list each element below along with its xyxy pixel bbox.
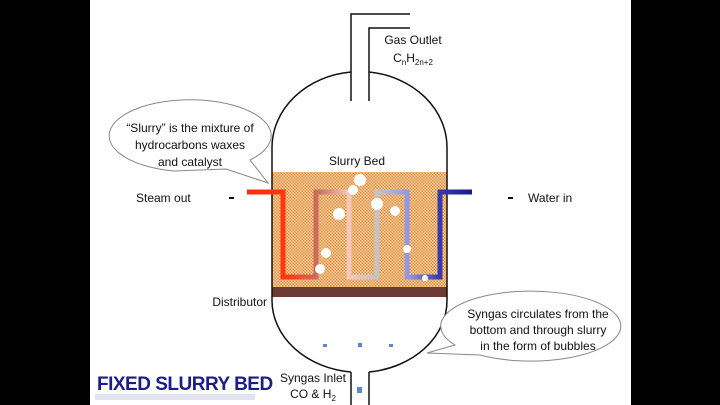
bubble <box>333 208 345 220</box>
reactor-vessel <box>271 71 448 373</box>
water-arrow-icon <box>508 197 513 199</box>
slide-title: FIXED SLURRY BED <box>97 374 273 395</box>
bubble <box>403 245 411 253</box>
syngas-dot <box>323 344 327 347</box>
gas-outlet-label: Gas Outlet <box>384 33 442 47</box>
callout-syngas-line: bottom and through slurry <box>470 323 607 337</box>
cooling-coil <box>247 189 472 280</box>
bubble <box>422 275 428 281</box>
gas-bubbles <box>315 174 428 281</box>
callout-slurry-line: “Slurry” is the mixture of <box>126 121 254 135</box>
water-in-label: Water in <box>528 191 572 205</box>
callout-syngas: Syngas circulates from the bottom and th… <box>426 290 622 362</box>
distributor-label: Distributor <box>212 295 267 309</box>
bubble <box>348 185 358 195</box>
syngas-dot <box>358 343 362 347</box>
steam-out-label: Steam out <box>136 191 191 205</box>
syngas-inlet-formula: CO & H2 <box>290 387 336 403</box>
slurry-bed-label: Slurry Bed <box>329 154 385 168</box>
syngas-dot <box>357 387 362 393</box>
callout-slurry-line: hydrocarbons waxes <box>135 138 245 152</box>
bubble <box>315 264 325 274</box>
callout-slurry: “Slurry” is the mixture of hydrocarbons … <box>108 99 272 184</box>
bubble <box>321 248 331 258</box>
bubble <box>371 198 383 210</box>
syngas-dot <box>389 344 393 347</box>
syngas-inlet-label: Syngas Inlet <box>280 371 347 385</box>
title-reflection <box>95 394 255 400</box>
callout-syngas-line: Syngas circulates from the <box>467 307 609 321</box>
callout-slurry-line: and catalyst <box>158 155 223 169</box>
steam-arrow-icon <box>229 197 234 199</box>
bubble <box>354 174 366 186</box>
gas-outlet-formula: CnH2n+2 <box>393 51 433 67</box>
syngas-inlet-pipe <box>350 372 370 405</box>
distributor-plate <box>272 287 447 297</box>
bubble <box>390 206 400 216</box>
syngas-particles <box>323 343 393 393</box>
callout-syngas-line: in the form of bubbles <box>480 339 595 353</box>
